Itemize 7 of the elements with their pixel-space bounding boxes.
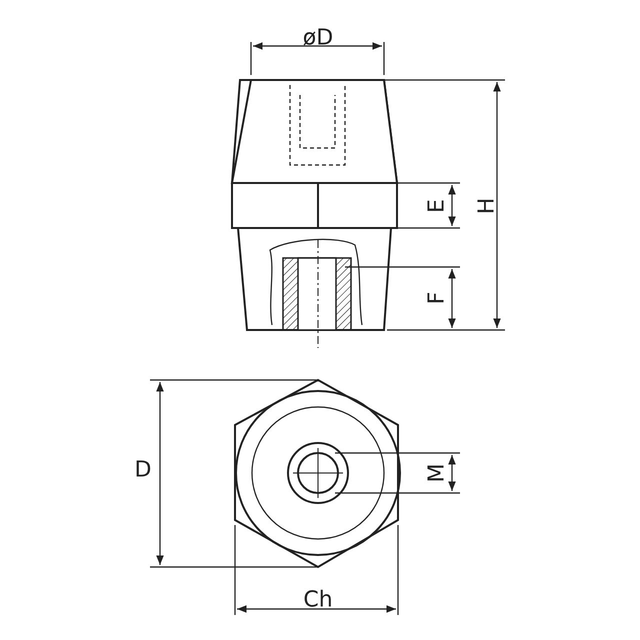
dimension-label: Ch — [303, 588, 333, 612]
dimension-label: M — [424, 464, 450, 482]
dimension-label: D — [134, 458, 152, 482]
dimension-label: H — [474, 198, 500, 214]
dimension-label: F — [424, 292, 450, 304]
dimension-label: øD — [302, 26, 334, 50]
dimension-label: E — [424, 199, 450, 213]
